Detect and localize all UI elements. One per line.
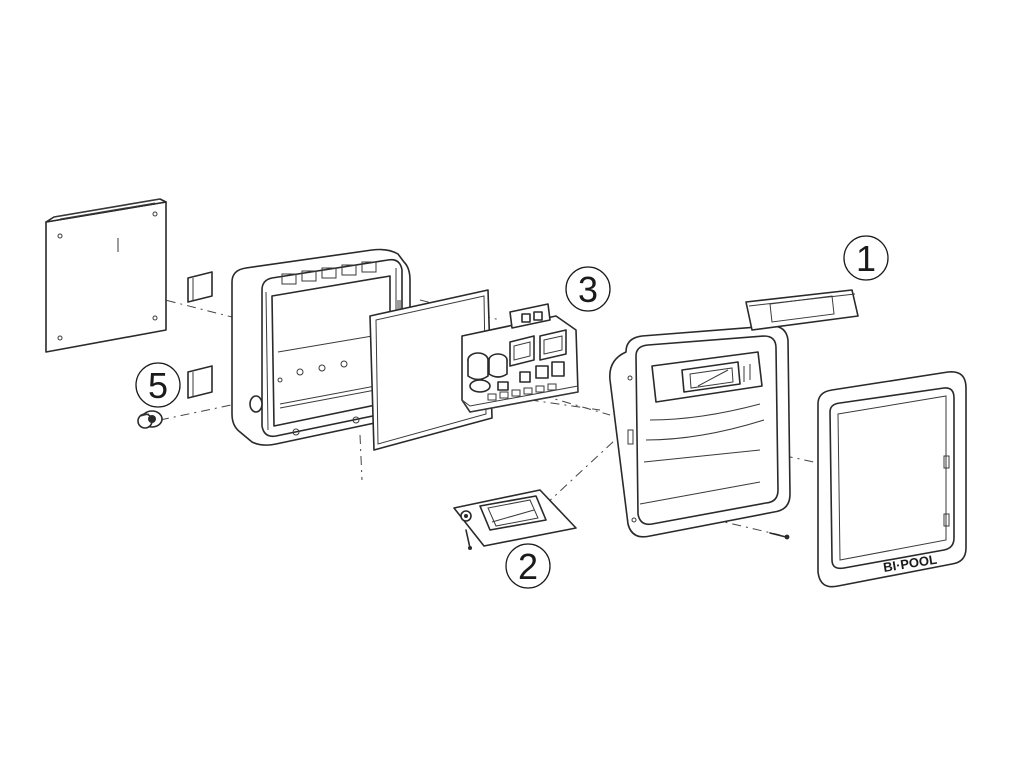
main-circuit-board (461, 303, 579, 413)
cable-gland (137, 410, 163, 429)
callout-2-label: 2 (518, 546, 538, 587)
callout-3-label: 3 (578, 269, 598, 310)
gasket-frame (369, 289, 493, 451)
callout-2: 2 (505, 543, 551, 589)
lower-bracket (187, 365, 213, 399)
rear-enclosure-box (231, 248, 411, 446)
outer-bezel-frame: BI·POOL (817, 371, 967, 588)
callout-1-label: 1 (856, 238, 876, 279)
keypad-overlay (745, 289, 859, 331)
screw (769, 532, 790, 540)
display-module (453, 489, 577, 550)
callout-1: 1 (843, 235, 889, 281)
wall-mounting-plate (45, 198, 167, 353)
upper-bracket (187, 271, 213, 303)
callout-5: 5 (135, 362, 181, 408)
front-cover (609, 325, 791, 538)
callout-5-label: 5 (148, 365, 168, 406)
callout-3: 3 (565, 266, 611, 312)
